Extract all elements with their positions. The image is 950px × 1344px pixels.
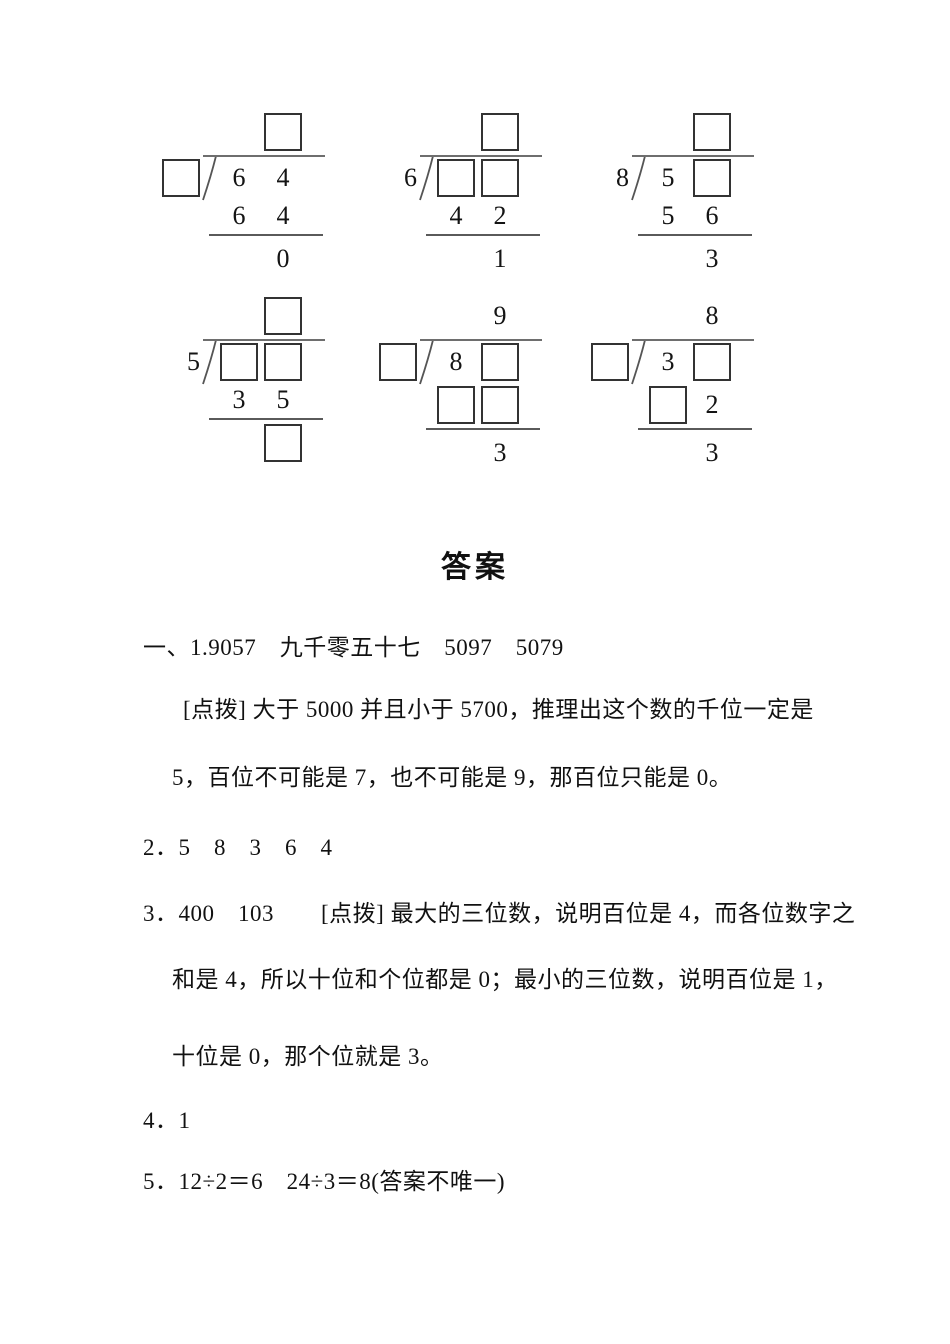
subtraction-ones: 6	[705, 201, 719, 230]
quotient-ones: 9	[493, 301, 507, 330]
division-problem-5: 9 8 3	[374, 292, 542, 472]
division-bracket-icon	[419, 339, 434, 385]
division-problem-6: 8 3 2 3	[586, 292, 754, 472]
remainder-ones: 1	[493, 244, 507, 273]
division-bracket-icon	[631, 339, 646, 385]
divisor-box	[157, 159, 203, 197]
divisor-digit: 6	[404, 163, 417, 192]
remainder-row: 0	[157, 236, 317, 278]
answer-line-1: 一、1.9057 九千零五十七 5097 5079	[143, 635, 564, 660]
remainder-ones: 3	[705, 438, 719, 467]
answer-line-3-cont-2: 十位是 0，那个位就是 3。	[172, 1044, 444, 1069]
subtraction-tens-box	[646, 386, 690, 424]
division-problem-1: 6 4 6 4 0	[157, 108, 325, 278]
result-line	[209, 234, 323, 236]
dividend-tens: 3	[661, 347, 675, 376]
dividend-ones-box	[261, 343, 305, 381]
dividend-ones-box	[690, 343, 734, 381]
division-vinculum	[632, 155, 754, 157]
dividend-row: 6 4	[157, 155, 325, 201]
division-vinculum	[203, 339, 325, 341]
subtraction-ones: 2	[493, 201, 507, 230]
quotient-ones-box	[261, 297, 305, 335]
dividend-tens: 5	[661, 163, 675, 192]
dividend-tens-box	[434, 159, 478, 197]
subtraction-tens-box	[434, 386, 478, 424]
remainder-ones: 3	[493, 438, 507, 467]
quotient-ones-box	[261, 113, 305, 151]
result-line	[426, 428, 540, 430]
answers-heading: 答案	[441, 551, 509, 584]
divisor-box	[586, 343, 632, 381]
subtraction-ones: 4	[276, 201, 290, 230]
subtraction-ones: 2	[705, 390, 719, 419]
dividend-tens: 6	[232, 163, 246, 192]
quotient-ones-box	[690, 113, 734, 151]
divisor-digit: 8	[616, 163, 629, 192]
subtraction-tens: 5	[661, 201, 675, 230]
quotient-ones-box	[478, 113, 522, 151]
subtraction-ones: 5	[276, 385, 290, 414]
answer-line-2: 2．5 8 3 6 4	[143, 835, 333, 860]
result-line	[638, 428, 752, 430]
subtraction-tens: 3	[232, 385, 246, 414]
division-vinculum	[203, 155, 325, 157]
result-line	[426, 234, 540, 236]
dividend-ones-box	[690, 159, 734, 197]
division-bracket-icon	[631, 155, 646, 201]
division-bracket-icon	[202, 155, 217, 201]
answer-line-4: 4．1	[143, 1108, 191, 1133]
division-vinculum	[420, 155, 542, 157]
dividend-ones: 4	[276, 163, 290, 192]
division-problem-3: 8 5 5 6 3	[586, 108, 754, 278]
division-bracket-icon	[419, 155, 434, 201]
dividend-tens: 8	[449, 347, 463, 376]
remainder-ones: 0	[276, 244, 290, 273]
divisor-box	[374, 343, 420, 381]
remainder-ones: 3	[705, 244, 719, 273]
answer-line-3: 3．400 103 [点拨] 最大的三位数，说明百位是 4，而各位数字之	[143, 901, 856, 926]
answer-line-3-cont: 和是 4，所以十位和个位都是 0；最小的三位数，说明百位是 1，	[172, 967, 838, 992]
result-line	[638, 234, 752, 236]
answer-line-1-note-cont: 5，百位不可能是 7，也不可能是 9，那百位只能是 0。	[172, 765, 733, 790]
answer-line-1-note: [点拨] 大于 5000 并且小于 5700，推理出这个数的千位一定是	[183, 697, 814, 722]
dividend-ones-box	[478, 343, 522, 381]
division-problem-4: 5 3 5	[157, 292, 325, 462]
division-vinculum	[632, 339, 754, 341]
remainder-ones-box	[261, 424, 305, 462]
dividend-tens-box	[217, 343, 261, 381]
subtraction-row: 6 4	[157, 200, 317, 232]
quotient-row	[157, 108, 317, 156]
dividend-ones-box	[478, 159, 522, 197]
subtraction-tens: 6	[232, 201, 246, 230]
answer-line-5: 5．12÷2＝6 24÷3＝8(答案不唯一)	[143, 1169, 506, 1194]
divisor-digit: 5	[187, 347, 200, 376]
subtraction-tens: 4	[449, 201, 463, 230]
division-problem-2: 6 4 2 1	[374, 108, 542, 278]
subtraction-ones-box	[478, 386, 522, 424]
division-bracket-icon	[202, 339, 217, 385]
quotient-ones: 8	[705, 301, 719, 330]
result-line	[209, 418, 323, 420]
division-vinculum	[420, 339, 542, 341]
